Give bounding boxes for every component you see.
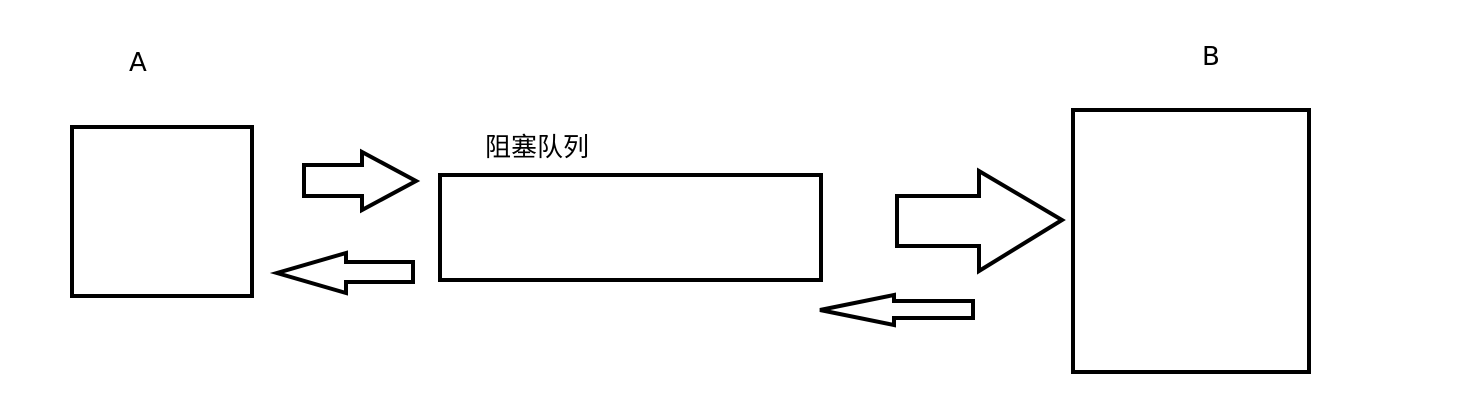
node-b-box	[1071, 108, 1311, 374]
arrow-queue-to-a	[269, 250, 415, 296]
node-b-label: B	[1202, 42, 1220, 72]
arrow-a-to-queue	[302, 148, 421, 214]
arrow-b-to-queue	[819, 292, 975, 328]
queue-label: 阻塞队列	[485, 133, 589, 163]
arrow-queue-to-b	[895, 167, 1066, 275]
queue-box	[438, 173, 823, 282]
node-a-box	[70, 125, 254, 298]
node-a-label: A	[129, 48, 147, 78]
